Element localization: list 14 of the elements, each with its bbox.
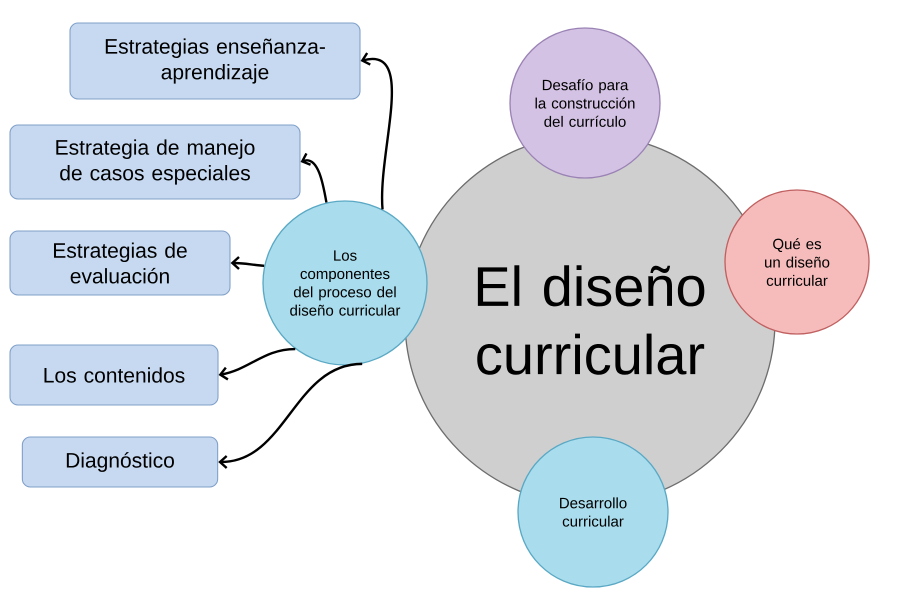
topic-box: Estrategias enseñanza-aprendizaje: [69, 22, 361, 100]
arrow: [300, 152, 328, 203]
arrow: [218, 348, 296, 380]
arrow: [230, 256, 264, 270]
topic-box: Diagnóstico: [22, 436, 218, 488]
circle-node: Qué es un diseño curricular: [724, 189, 870, 335]
topic-box: Estrategias de evaluación: [9, 230, 231, 296]
arrow: [360, 52, 394, 210]
topic-box: Estrategia de manejo de casos especiales: [9, 124, 301, 200]
topic-box: Los contenidos: [9, 344, 219, 406]
circle-node: Desafío para la construcción del currículo: [509, 27, 661, 179]
circle-node: Los componentes del proceso del diseño curricular: [262, 200, 428, 366]
arrow: [218, 362, 362, 469]
circle-node: Desarrollo curricular: [517, 436, 669, 588]
